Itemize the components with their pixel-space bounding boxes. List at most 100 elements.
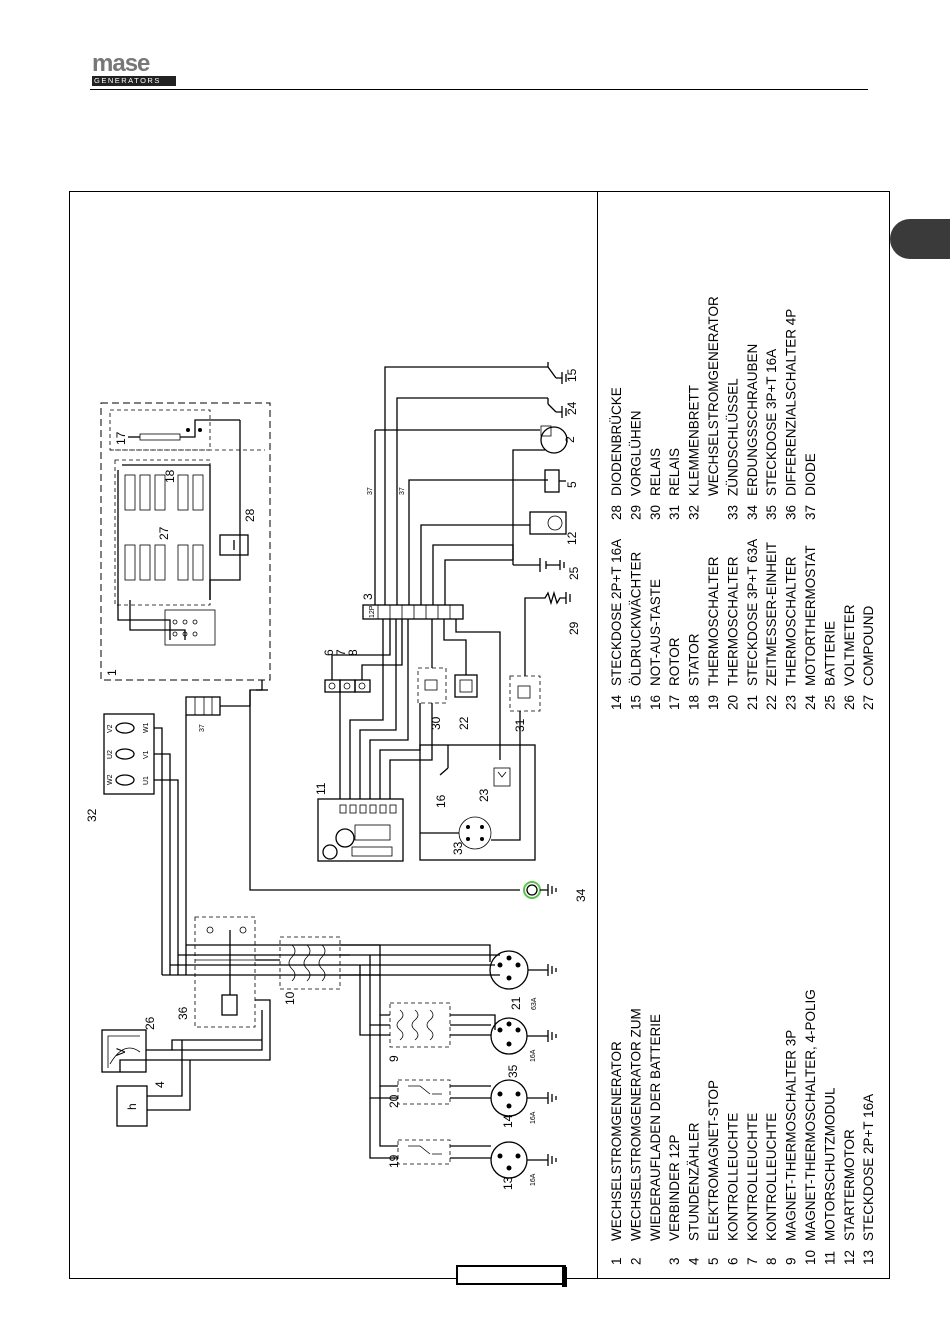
label-33: 33: [451, 841, 465, 855]
control-wire: [491, 711, 521, 841]
label-6: 6: [322, 649, 336, 656]
switch-symbol: [547, 362, 562, 379]
counter-wire: [147, 1060, 191, 1111]
label-12: 12: [565, 531, 579, 545]
relay-box: [509, 675, 541, 712]
winding: [154, 474, 166, 511]
winding: [177, 544, 189, 581]
socket-13: 13 16A: [450, 1141, 557, 1190]
starter-motor-12: 12: [529, 511, 579, 545]
socket-pin: [506, 1103, 512, 1109]
label-1: 1: [105, 669, 119, 676]
switch-wire: [379, 1086, 398, 1147]
label-v1: V1: [143, 750, 150, 759]
bus-wire: [154, 753, 171, 760]
label-22: 22: [457, 716, 471, 730]
timer-box: [454, 674, 478, 698]
label-20: 20: [387, 1094, 401, 1108]
alternator-block: 1 17 18 27 28: [100, 402, 271, 681]
module-pin: [349, 804, 357, 814]
legend-label: WECHSELSTROMGENERATOR ZUM: [628, 1008, 643, 1241]
switch-contact: [408, 1145, 442, 1155]
terminal-link: [115, 722, 135, 734]
diode-block: [185, 696, 221, 716]
legend-number: 28: [609, 505, 624, 520]
counter-wire: [147, 1040, 183, 1097]
socket-circle: [490, 1079, 528, 1117]
legend-label: STECKDOSE 3P+T 16A: [764, 349, 779, 496]
key-pin: [466, 837, 470, 841]
legend-number: 29: [628, 505, 643, 520]
module-pin: [359, 804, 367, 814]
switch-coil: [426, 1009, 434, 1041]
legend-number: 16: [648, 695, 663, 710]
legend-number: 11: [822, 1251, 837, 1265]
voltmeter-wire: [119, 999, 271, 1072]
socket-pin: [497, 1027, 503, 1033]
control-wire: [389, 703, 433, 799]
label-u1: U1: [143, 776, 150, 785]
starter-box: [529, 511, 567, 535]
label-37: 37: [399, 487, 406, 495]
legend-label: MAGNET-THERMOSCHALTER, 4-POLIG: [803, 989, 818, 1241]
switch-coil: [303, 944, 311, 982]
page-number-box: [456, 1265, 566, 1285]
bus-wire: [154, 727, 163, 735]
legend-label: ELEKTROMAGNET-STOP: [706, 1080, 721, 1241]
starter-motor-symbol: [547, 515, 563, 531]
logo-subtitle: GENERATORS: [94, 76, 161, 85]
glow-plug-29: 29: [540, 590, 581, 635]
legend-label: MOTORTHERMOSTAT: [803, 545, 818, 686]
rotor-terminal: [186, 428, 190, 432]
socket-pin: [506, 1165, 512, 1171]
socket-21: 21 63A: [340, 944, 557, 1010]
timer-symbol: [459, 679, 473, 693]
page-number-shadow: [562, 1267, 567, 1287]
legend-number: 26: [842, 695, 857, 710]
legend-number: 3: [667, 1257, 682, 1265]
legend-number: 35: [764, 505, 779, 520]
control-wire: [444, 559, 513, 605]
legend-label: ERDUNGSSCHRAUBEN: [745, 344, 760, 496]
legend-label: THERMOSCHALTER: [706, 556, 721, 686]
label-30: 30: [429, 716, 443, 730]
rotor-wire: [180, 419, 240, 438]
control-wire: [349, 619, 384, 799]
control-wire: [524, 597, 540, 676]
legend-divider: [597, 191, 598, 1279]
label-24: 24: [565, 401, 579, 415]
label-w1: W1: [143, 722, 150, 733]
stator-wire: [122, 464, 211, 600]
legend-number: 37: [803, 505, 818, 520]
contact: [239, 926, 247, 934]
switch-box: [397, 1079, 451, 1105]
thermal-switch-19: 19: [369, 1086, 451, 1168]
legend-label: WECHSELSTROMGENERATOR: [706, 296, 721, 496]
socket-35: 35 16A: [450, 1014, 557, 1078]
legend-number: 13: [861, 1250, 876, 1265]
control-wire: [512, 449, 545, 560]
switch-coil: [318, 944, 326, 982]
charging-alternator-2: 2: [540, 425, 577, 454]
control-wire: [379, 703, 421, 799]
switch-box: [279, 936, 341, 990]
control-wire: [331, 619, 391, 680]
timer-22: 22: [454, 674, 478, 730]
ground-wire: [249, 690, 520, 891]
connector-3-12p: 12P 3: [361, 593, 464, 620]
rotor-coil: [139, 433, 181, 441]
socket-pin: [515, 1153, 521, 1159]
legend-label: KONTROLLEUCHTE: [725, 1113, 740, 1241]
legend-label: DIODE: [803, 453, 818, 496]
label-13: 13: [501, 1176, 515, 1190]
legend-label: VORGLÜHEN: [628, 410, 643, 496]
socket-pin: [506, 1041, 512, 1047]
legend-label: WECHSELSTROMGENERATOR: [609, 1041, 624, 1241]
module-connector: [322, 844, 338, 860]
regulator: [540, 425, 552, 437]
ground-symbol: [561, 406, 567, 418]
terminal: [182, 619, 188, 625]
control-wire: [384, 366, 548, 605]
terminal: [182, 631, 188, 637]
indicator-lamps: 6 7 8: [322, 649, 371, 693]
